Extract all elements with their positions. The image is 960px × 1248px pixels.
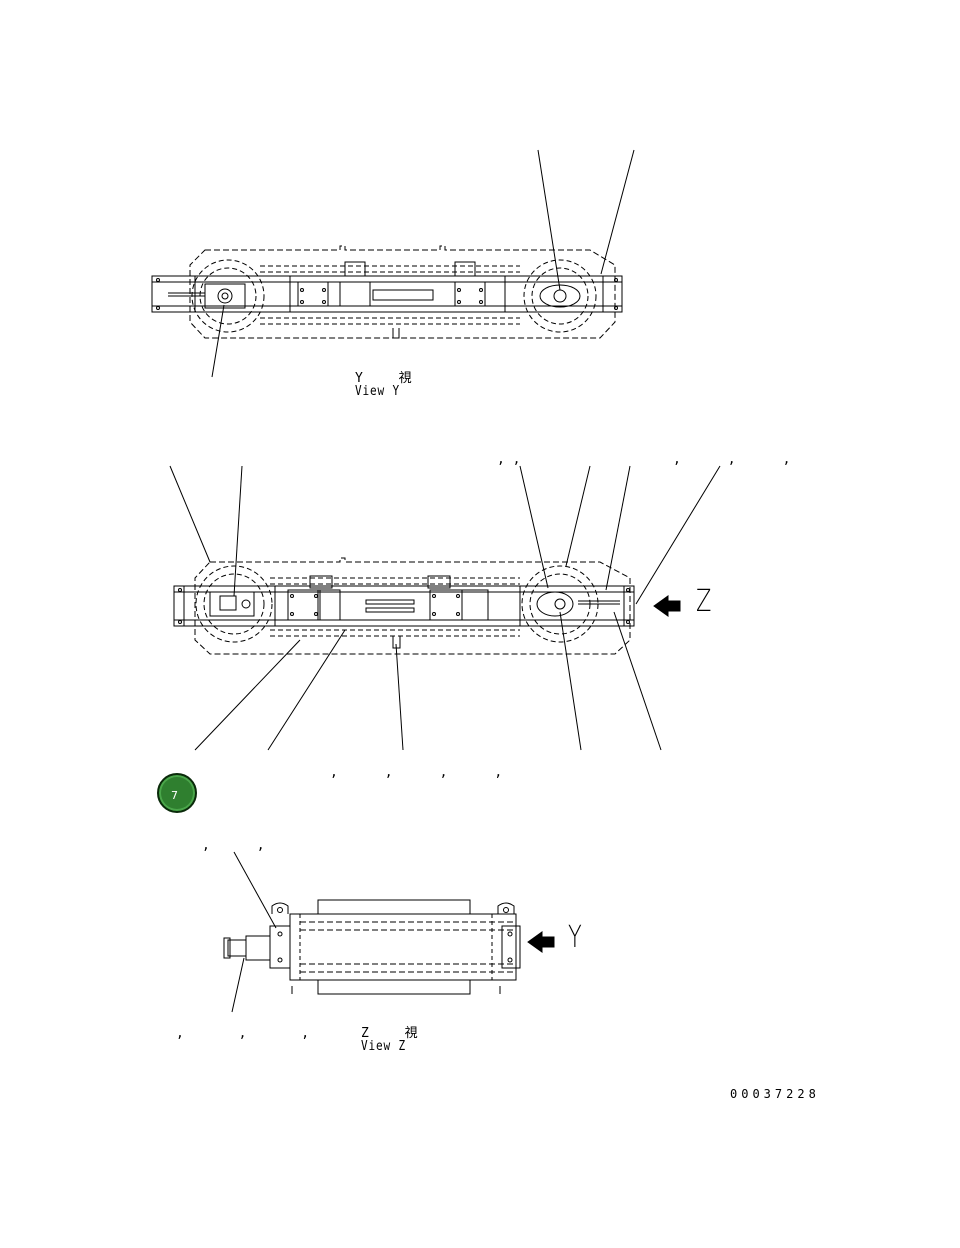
view-y-label-jp: Y 視 (355, 371, 426, 386)
view-y-frame (151, 245, 623, 339)
arrow-z-letter: Z (696, 584, 712, 619)
document-number: 00037228 (730, 1087, 820, 1101)
middle-view-frame (173, 557, 635, 655)
view-z-label-jp: Z 視 (361, 1026, 432, 1041)
middle-view-leader-lines (169, 465, 721, 751)
z-view-arrow-icon (653, 595, 681, 617)
view-z-leader-lines (231, 851, 277, 1013)
view-y-label-en: View Y (355, 384, 401, 399)
callout-badge-number: 7 (171, 789, 178, 802)
separator-mid-bottom: , , , , (330, 765, 503, 780)
separator-mid-top-left: , , (497, 452, 521, 467)
separator-z-bottom: , , , (176, 1026, 310, 1041)
y-view-arrow-icon (527, 931, 555, 953)
separator-mid-top-right: , , , (673, 452, 791, 467)
separator-z-top: , , (202, 838, 265, 853)
arrow-y-letter: Y (568, 920, 582, 955)
callout-badge: 7 (157, 773, 197, 813)
view-y-leader-lines (211, 149, 635, 378)
view-z-frame (223, 899, 521, 995)
view-z-label-en: View Z (361, 1039, 407, 1054)
